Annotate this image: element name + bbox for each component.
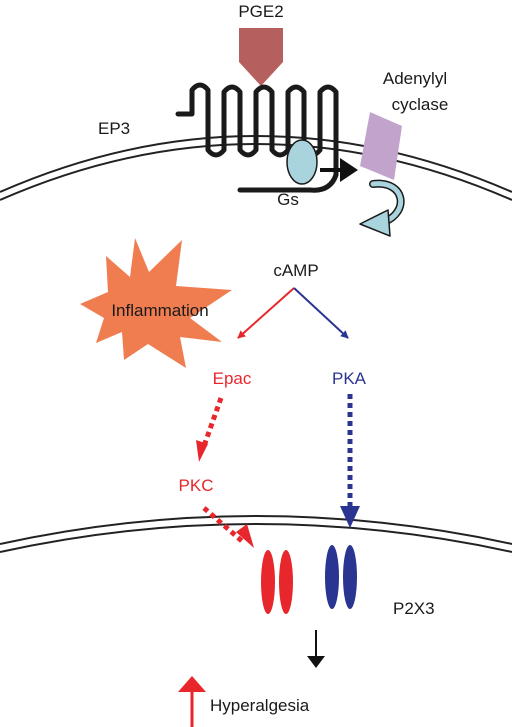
inflammation-burst-icon xyxy=(80,238,232,368)
gs-label: Gs xyxy=(277,190,299,209)
adenylyl-cyclase-icon xyxy=(360,112,402,180)
pkc-label: PKC xyxy=(179,476,214,495)
gs-protein-icon xyxy=(286,139,318,185)
lower-membrane xyxy=(0,515,512,553)
camp-to-pka-arrow xyxy=(293,287,349,339)
camp-to-epac-arrow xyxy=(237,287,295,339)
p2x3-channel-icon xyxy=(261,545,357,614)
hyperalgesia-label: Hyperalgesia xyxy=(210,696,310,715)
pka-to-p2x3-arrow xyxy=(340,394,360,528)
epac-to-pkc-arrow xyxy=(196,397,224,462)
pge2-label: PGE2 xyxy=(238,2,283,21)
gs-to-cyclase-arrow-icon xyxy=(320,158,358,182)
pkc-to-p2x3-arrow xyxy=(202,506,254,548)
adenylyl-cyclase-label-line1: Adenylyl xyxy=(383,69,447,88)
ep3-receptor-icon xyxy=(175,82,339,193)
inflammation-label: Inflammation xyxy=(111,301,208,320)
cyclase-output-arrow-icon xyxy=(359,179,405,237)
adenylyl-cyclase-label-line2: cyclase xyxy=(392,95,449,114)
epac-label: Epac xyxy=(213,369,252,388)
pka-label: PKA xyxy=(332,369,367,388)
p2x3-label: P2X3 xyxy=(393,599,435,618)
channel-output-arrow-icon xyxy=(307,630,325,668)
hyperalgesia-up-arrow-icon xyxy=(178,676,206,727)
pge2-arrow-icon xyxy=(239,28,283,86)
ep3-label: EP3 xyxy=(98,119,130,138)
camp-label: cAMP xyxy=(273,261,318,280)
